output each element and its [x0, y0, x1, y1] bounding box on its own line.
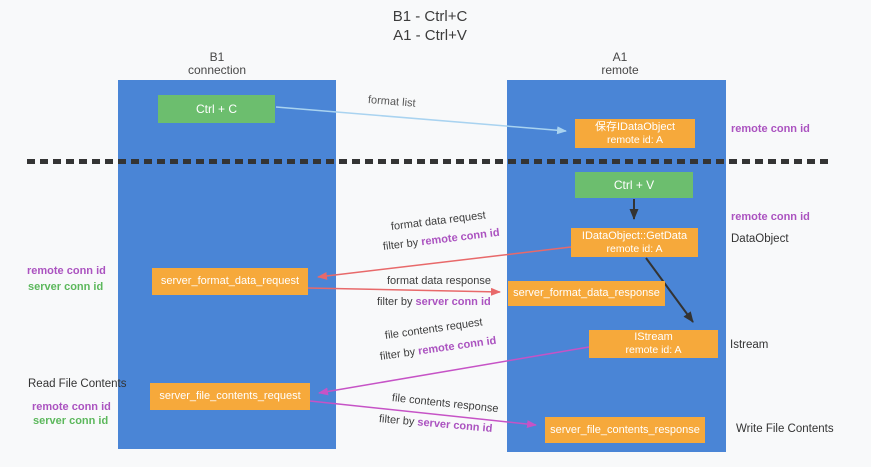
- annotation-dataobject: DataObject: [731, 233, 789, 245]
- filter-by-text: filter by: [382, 236, 419, 253]
- arrow-format-data-response: [307, 287, 501, 296]
- column-b1-role: connection: [187, 63, 247, 77]
- server-format-data-request-box: server_format_data_request: [152, 268, 308, 295]
- annotation-server-conn-id-left-2: server conn id: [33, 415, 109, 427]
- remote-conn-id-text: remote conn id: [417, 334, 498, 358]
- annotation-server-conn-id-left-1: server conn id: [28, 281, 104, 293]
- phase-divider-dashed-line: [27, 159, 832, 164]
- filter-by-text: filter by: [378, 413, 415, 429]
- title-line-1: B1 - Ctrl+C: [392, 8, 468, 25]
- istream-box: IStream remote id: A: [589, 330, 718, 358]
- column-b1-name: B1: [209, 50, 225, 64]
- title-line-2: A1 - Ctrl+V: [393, 27, 467, 44]
- server-file-contents-response-label: server_file_contents_response: [550, 423, 700, 436]
- server-file-contents-request-box: server_file_contents_request: [150, 383, 310, 410]
- label-filter-by-server-1: filter by server conn id: [377, 296, 491, 308]
- annotation-write-file-contents: Write File Contents: [736, 423, 834, 435]
- server-conn-id-text: server conn id: [415, 296, 491, 308]
- filter-by-text: filter by: [377, 296, 413, 308]
- getdata-line2: remote id: A: [606, 242, 663, 255]
- column-header-a1: A1 remote: [601, 51, 638, 77]
- annotation-remote-conn-id-left-2: remote conn id: [32, 401, 111, 413]
- server-format-data-response-label: server_format_data_response: [513, 287, 660, 299]
- ctrl-v-box: Ctrl + V: [575, 172, 693, 198]
- ctrl-c-box: Ctrl + C: [158, 95, 275, 123]
- istream-line1: IStream: [634, 331, 673, 343]
- server-format-data-request-label: server_format_data_request: [160, 275, 300, 287]
- server-file-contents-request-label: server_file_contents_request: [159, 390, 301, 402]
- save-idataobject-line1: 保存IDataObject: [594, 120, 676, 133]
- column-header-b1: B1 connection: [188, 51, 246, 77]
- annotation-remote-conn-id-1: remote conn id: [731, 123, 810, 135]
- label-format-data-response: format data response: [387, 275, 491, 287]
- ctrl-v-label: Ctrl + V: [613, 178, 655, 192]
- annotation-remote-conn-id-2: remote conn id: [731, 211, 810, 223]
- label-format-list: format list: [367, 94, 417, 110]
- server-format-data-response-box: server_format_data_response: [508, 281, 665, 306]
- save-idataobject-line2: remote id: A: [606, 133, 664, 146]
- getdata-line1: IDataObject::GetData: [581, 229, 688, 242]
- diagram-title: B1 - Ctrl+C A1 - Ctrl+V: [0, 7, 860, 45]
- server-file-contents-response-box: server_file_contents_response: [545, 417, 705, 443]
- server-conn-id-text: server conn id: [416, 416, 493, 435]
- remote-conn-id-text: remote conn id: [420, 226, 501, 249]
- ctrl-c-label: Ctrl + C: [195, 102, 237, 116]
- istream-line2: remote id: A: [625, 344, 682, 356]
- column-a1-role: remote: [601, 63, 639, 77]
- idataobject-getdata-box: IDataObject::GetData remote id: A: [571, 228, 698, 257]
- filter-by-text: filter by: [379, 346, 416, 363]
- annotation-read-file-contents: Read File Contents: [28, 378, 127, 390]
- annotation-istream: Istream: [730, 339, 769, 351]
- label-filter-by-server-2: filter by server conn id: [378, 413, 492, 435]
- label-file-contents-response: file contents response: [391, 392, 500, 416]
- column-a1-name: A1: [612, 50, 628, 64]
- annotation-remote-conn-id-left-1: remote conn id: [27, 265, 106, 277]
- save-idataobject-box: 保存IDataObject remote id: A: [575, 119, 695, 148]
